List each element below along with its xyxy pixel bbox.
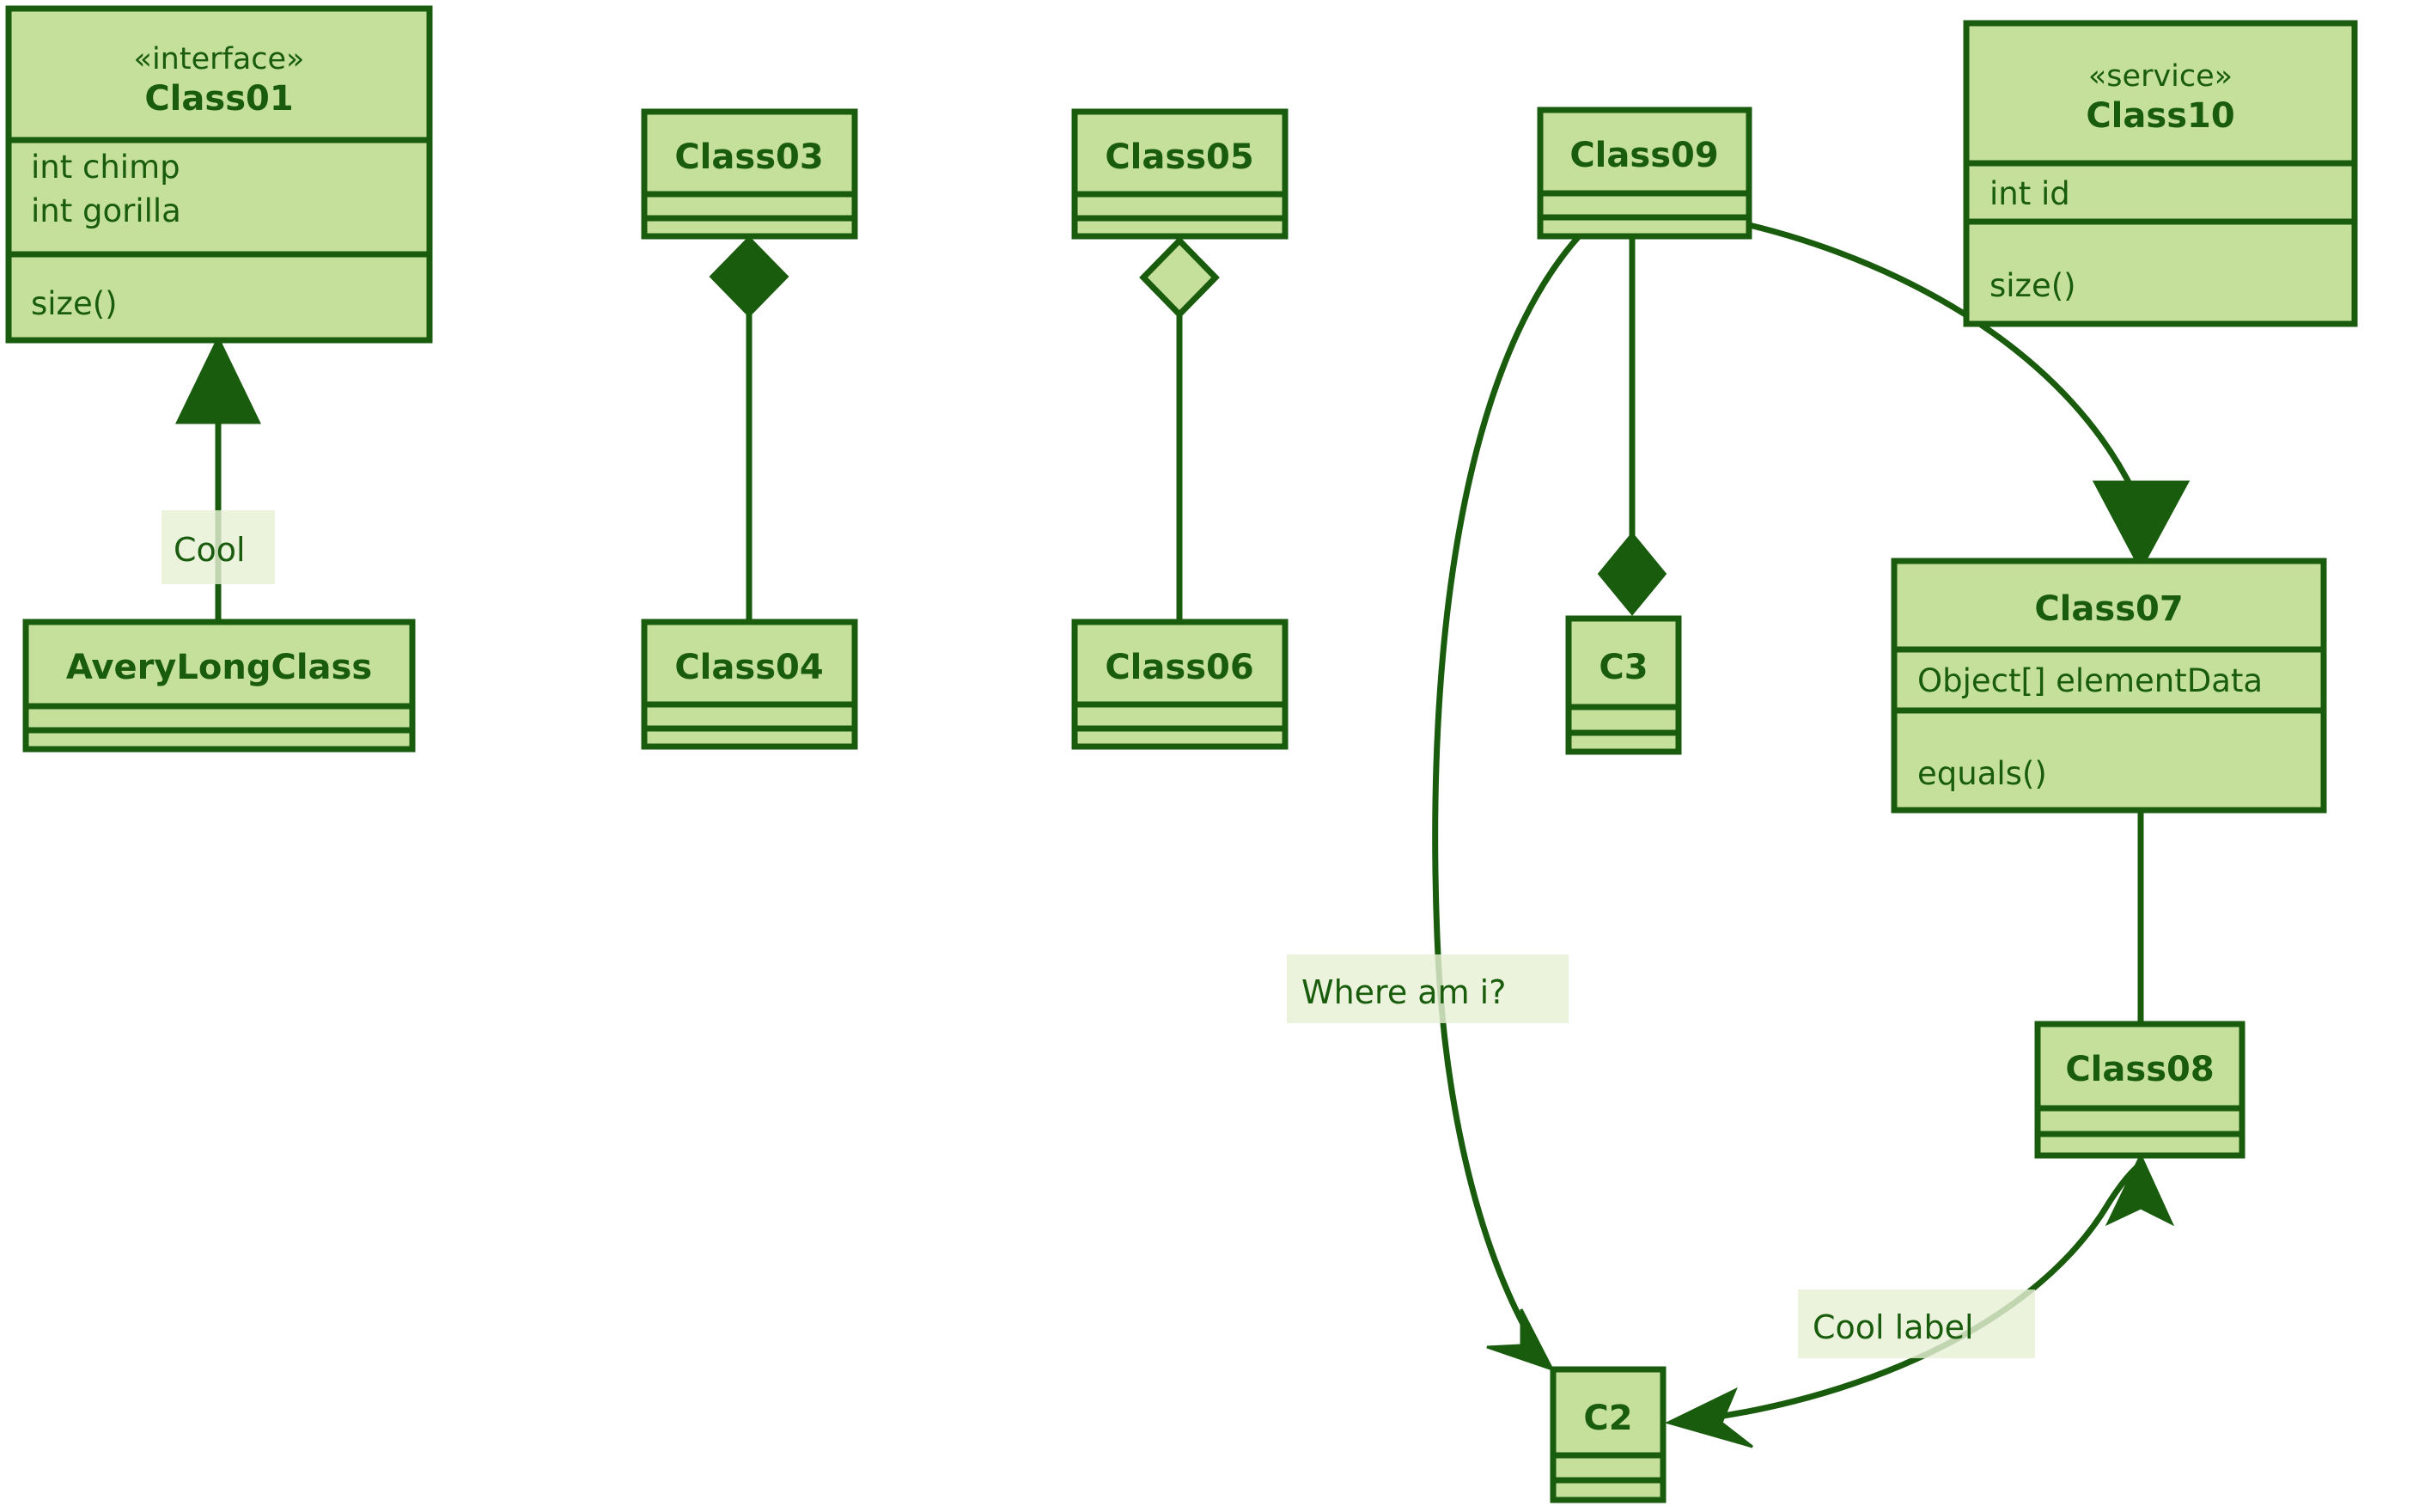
- averylongclass-name: AveryLongClass: [66, 648, 372, 687]
- filled-triangle-class07: [2092, 480, 2191, 572]
- class10-attribute-0: int id: [1990, 175, 2070, 212]
- class01-body: [9, 9, 430, 340]
- class10-border: [1963, 20, 2358, 327]
- c3-name: C3: [1599, 648, 1648, 687]
- class08-border: [2034, 1021, 2245, 1159]
- class09-border: [1537, 107, 1752, 240]
- filled-triangle-class01: [175, 335, 261, 424]
- class07-name: Class07: [2034, 589, 2183, 629]
- edge-class09-to-c2-line: [1432, 234, 1581, 1365]
- edge-label-cool[interactable]: Cool: [161, 510, 275, 584]
- class01-border: [5, 5, 433, 344]
- class01-name: Class01: [144, 79, 293, 119]
- class-box-class10[interactable]: «service» Class10 int id size(): [1963, 20, 2358, 327]
- edge-class04-to-class03[interactable]: [709, 235, 789, 622]
- edge-label-where-am-i-bg: [1287, 954, 1569, 1023]
- class-box-class03[interactable]: Class03: [641, 108, 858, 240]
- class09-name: Class09: [1569, 136, 1718, 175]
- edge-class09-to-c2[interactable]: [1432, 234, 1581, 1372]
- class-box-class01[interactable]: «interface» Class01 int chimp int gorill…: [5, 5, 433, 344]
- c2-border: [1550, 1366, 1667, 1503]
- edge-class09-to-c3[interactable]: [1597, 236, 1667, 616]
- class10-stereotype: «service»: [2088, 59, 2233, 94]
- filled-diamond-class03: [709, 235, 789, 318]
- class07-border: [1891, 558, 2327, 814]
- class04-border: [641, 619, 858, 750]
- class05-border: [1071, 108, 1289, 240]
- class01-method-0: size(): [31, 285, 118, 322]
- class01-attribute-0: int chimp: [31, 149, 180, 186]
- edge-label-cool-bg: [161, 510, 275, 584]
- class08-name: Class08: [2065, 1050, 2214, 1089]
- class06-name: Class06: [1105, 648, 1253, 687]
- class-box-class06[interactable]: Class06: [1071, 619, 1289, 750]
- filled-diamond-c3: [1597, 532, 1667, 616]
- edge-label-where-am-i-text: Where am i?: [1301, 973, 1506, 1011]
- class01-attribute-1: int gorilla: [31, 192, 181, 229]
- class03-name: Class03: [674, 137, 823, 177]
- class10-method-0: size(): [1990, 267, 2076, 304]
- class10-body: [1966, 23, 2355, 324]
- c2-name: C2: [1583, 1399, 1632, 1438]
- edge-class06-to-class05[interactable]: [1139, 235, 1220, 622]
- hollow-diamond-class05: [1139, 235, 1220, 320]
- class-box-c3[interactable]: C3: [1565, 615, 1682, 755]
- open-arrow-head-c2-right: [1664, 1387, 1753, 1448]
- class01-stereotype: «interface»: [134, 42, 305, 76]
- edge-label-cool-text: Cool: [174, 531, 246, 569]
- class-box-class09[interactable]: Class09: [1537, 107, 1752, 240]
- class05-name: Class05: [1105, 137, 1253, 177]
- class07-attribute-0: Object[] elementData: [1917, 662, 2263, 699]
- class04-name: Class04: [674, 648, 823, 687]
- class-box-class07[interactable]: Class07 Object[] elementData equals(): [1891, 558, 2327, 814]
- class-box-class08[interactable]: Class08: [2034, 1021, 2245, 1159]
- open-arrow-head-class08-bottom: [2105, 1152, 2175, 1227]
- edge-label-cool-label-bg: [1798, 1289, 2035, 1358]
- class-box-class04[interactable]: Class04: [641, 619, 858, 750]
- averylongclass-border: [22, 619, 416, 753]
- edge-label-cool-label[interactable]: Cool label: [1798, 1289, 2035, 1358]
- edge-label-cool-label-text: Cool label: [1813, 1308, 1974, 1346]
- class03-border: [641, 108, 858, 240]
- class-box-class05[interactable]: Class05: [1071, 108, 1289, 240]
- class10-name: Class10: [2086, 96, 2234, 136]
- edge-label-where-am-i[interactable]: Where am i?: [1287, 954, 1569, 1023]
- class07-method-0: equals(): [1917, 755, 2047, 792]
- class-box-averylongclass[interactable]: AveryLongClass: [22, 619, 416, 753]
- class-box-c2[interactable]: C2: [1550, 1366, 1667, 1503]
- class06-border: [1071, 619, 1289, 750]
- class07-body: [1894, 561, 2324, 810]
- c3-body: [1569, 619, 1679, 752]
- open-arrow-head-c2-top: [1486, 1308, 1556, 1372]
- c3-border: [1565, 615, 1682, 755]
